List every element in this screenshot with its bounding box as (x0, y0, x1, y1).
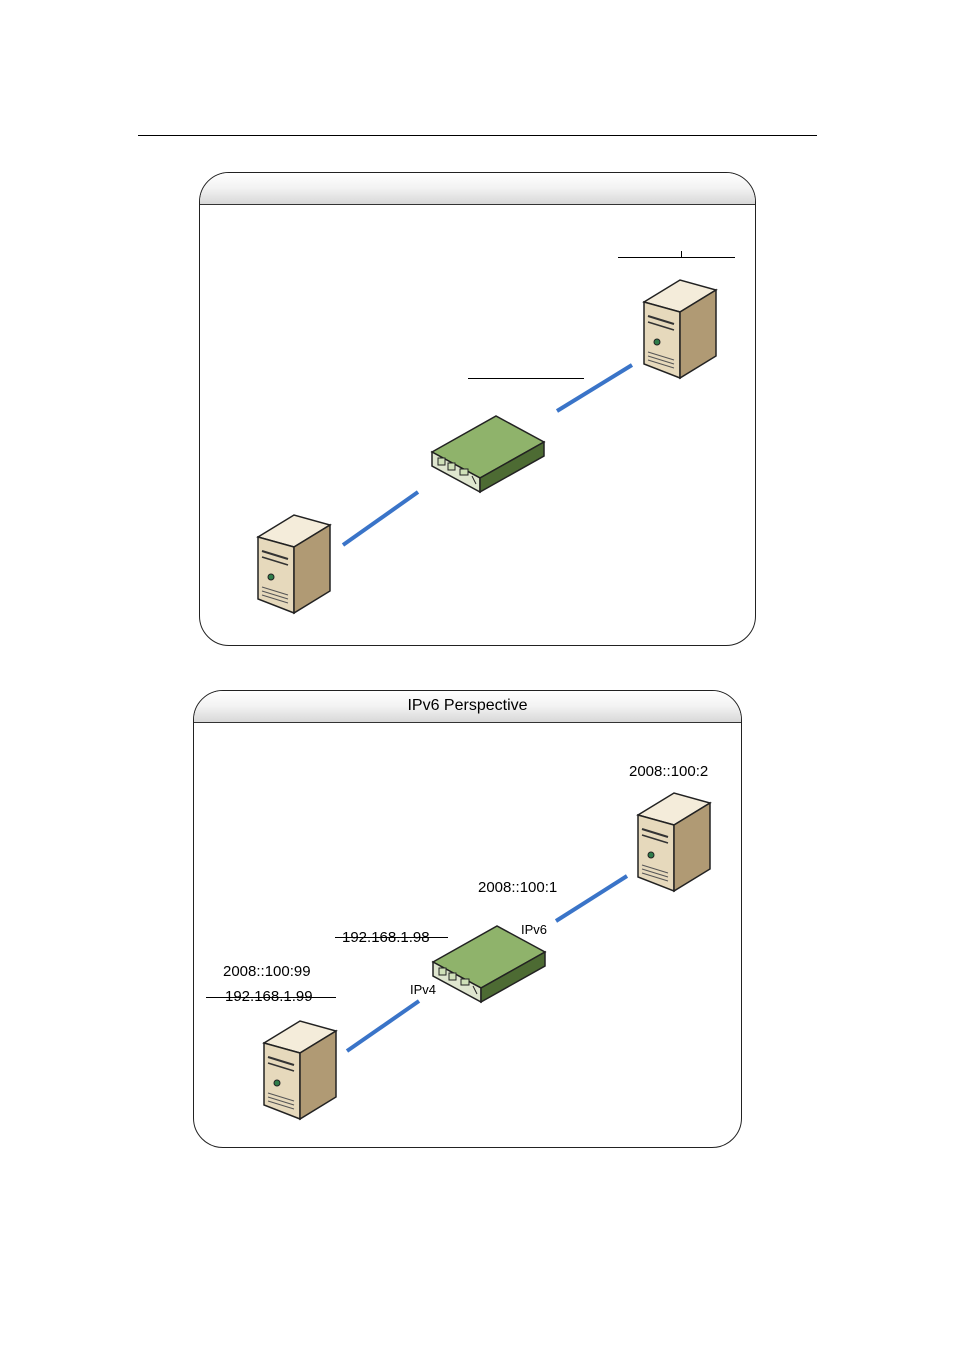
server-tower-icon (256, 514, 332, 615)
top-link-router-to-right-server (555, 363, 634, 413)
top-server-right-label-line (618, 257, 735, 258)
top-server-right-label-tick (681, 251, 682, 257)
left-server-ipv4-address: 192.168.1.99 (225, 988, 313, 1005)
router-box-icon (431, 925, 547, 1004)
bottom-panel-title: IPv6 Perspective (407, 697, 528, 714)
router-ipv6-port-label: IPv6 (521, 922, 548, 937)
left-server-ipv4-address-strike (206, 997, 336, 998)
top-panel-header (200, 173, 755, 205)
router-ipv6-address: 2008::100:1 (478, 879, 558, 896)
right-server-ipv6-address: 2008::100:2 (629, 763, 709, 780)
top-router-label-line (468, 378, 584, 379)
router-box-icon (430, 415, 546, 494)
server-tower-icon (642, 279, 718, 380)
left-server-ipv6-address: 2008::100:99 (223, 963, 311, 980)
router-ipv4-port-label: IPv4 (410, 982, 437, 997)
server-tower-icon (636, 792, 712, 893)
server-tower-icon (262, 1020, 338, 1121)
bottom-link-router-to-right-server (554, 874, 629, 923)
bottom-link-left-server-to-router (345, 999, 421, 1053)
page-top-rule (138, 135, 817, 136)
router-ipv4-address-strike (335, 937, 448, 938)
bottom-panel-header: IPv6 Perspective (194, 691, 741, 723)
top-link-left-server-to-router (341, 490, 420, 547)
